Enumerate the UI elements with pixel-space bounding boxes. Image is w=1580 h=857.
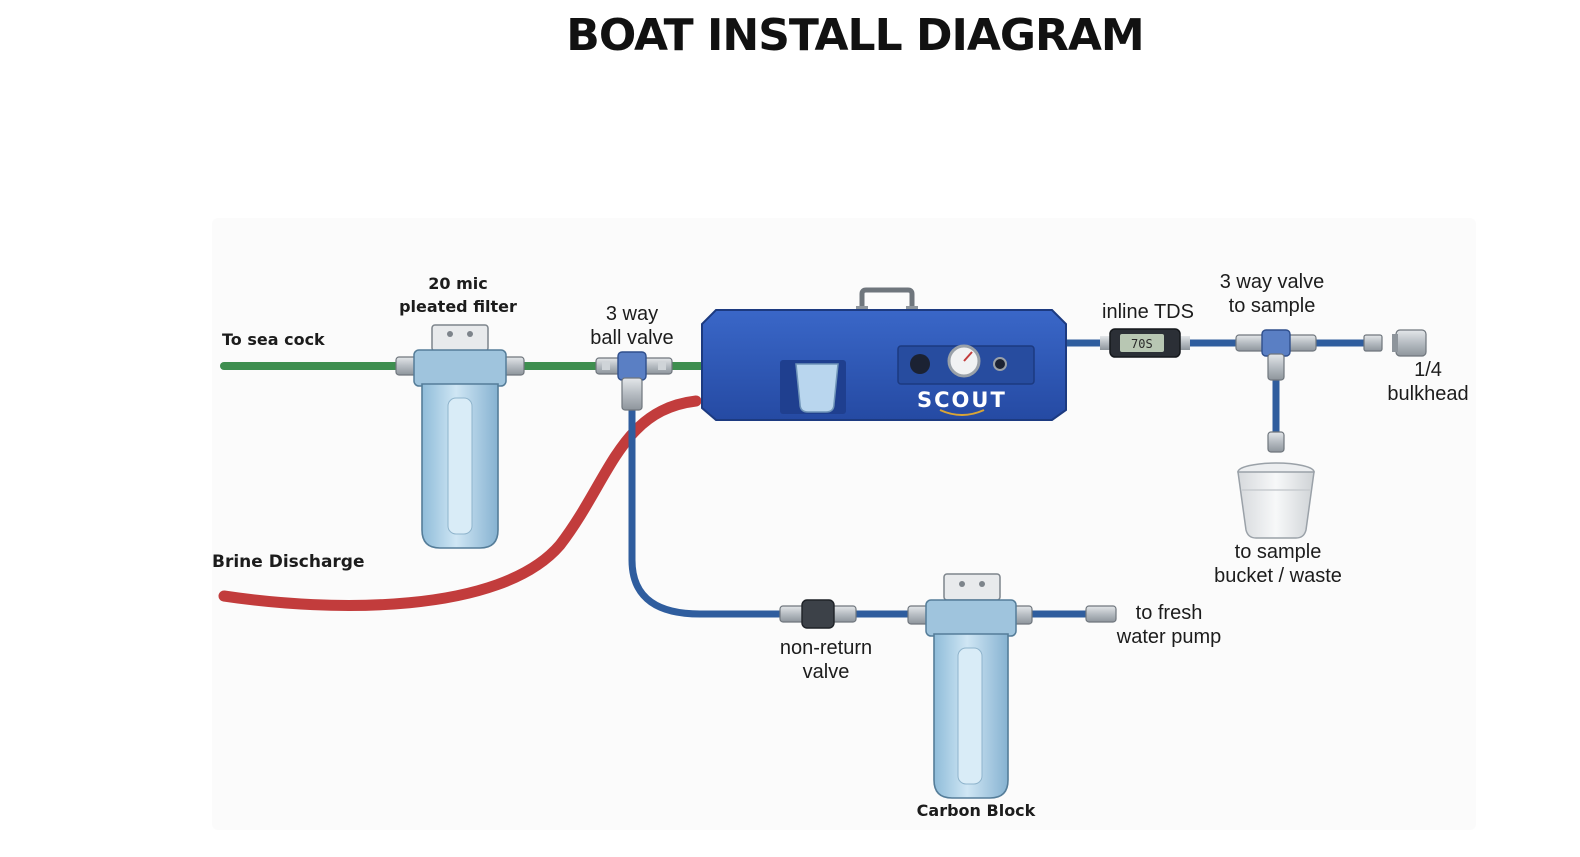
sample-bucket-label-line1: to sample <box>1234 541 1322 563</box>
fresh-pump-label-line2: water pump <box>1116 626 1222 648</box>
non-return-valve-label-line2: valve <box>802 661 850 683</box>
tds-meter-icon <box>1100 328 1190 358</box>
ball-valve-label: 3 way ball valve <box>572 302 692 350</box>
fresh-pump-label: to fresh water pump <box>1104 601 1234 649</box>
sample-valve-icon <box>1235 329 1317 453</box>
unit-brand-label: SCOUT <box>917 388 1007 412</box>
ball-valve-label-line2: ball valve <box>590 327 674 349</box>
carbon-block-label: Carbon Block <box>916 801 1036 820</box>
outlet-hose <box>1066 339 1366 440</box>
pleated-filter-housing <box>395 324 525 549</box>
inline-tds-label: inline TDS <box>1102 301 1194 323</box>
ball-valve-label-line1: 3 way <box>605 303 659 325</box>
pleated-filter-label-line2: pleated filter <box>399 297 517 316</box>
bulkhead-label-line1: 1/4 <box>1414 359 1442 381</box>
sample-bucket-label: to sample bucket / waste <box>1198 540 1358 588</box>
sample-valve-label-line2: to sample <box>1228 295 1316 317</box>
pleated-filter-label: 20 mic pleated filter <box>398 272 518 318</box>
fresh-pump-label-line1: to fresh <box>1135 602 1203 624</box>
carbon-block-housing <box>907 573 1117 799</box>
sample-valve-label: 3 way valve to sample <box>1202 270 1342 318</box>
bulkhead-fitting-icon <box>1363 329 1427 357</box>
ball-valve-icon <box>595 351 673 411</box>
watermaker-unit-icon <box>701 287 1067 421</box>
bucket-icon <box>1237 462 1315 539</box>
sample-bucket-label-line2: bucket / waste <box>1214 565 1342 587</box>
bulkhead-label: 1/4 bulkhead <box>1378 358 1478 406</box>
non-return-valve-label-line1: non-return <box>779 637 873 659</box>
check-valve-icon <box>779 599 857 629</box>
sea-cock-label: To sea cock <box>222 330 325 349</box>
non-return-valve-label: non-return valve <box>766 636 886 684</box>
sample-valve-label-line1: 3 way valve <box>1219 271 1325 293</box>
tds-display-value: 70S <box>1131 337 1153 351</box>
pleated-filter-label-line1: 20 mic <box>428 274 488 293</box>
product-hose <box>628 410 1090 618</box>
brine-discharge-label: Brine Discharge <box>212 552 365 572</box>
page-title: BOAT INSTALL DIAGRAM <box>566 10 1144 61</box>
bulkhead-label-line2: bulkhead <box>1387 383 1469 405</box>
